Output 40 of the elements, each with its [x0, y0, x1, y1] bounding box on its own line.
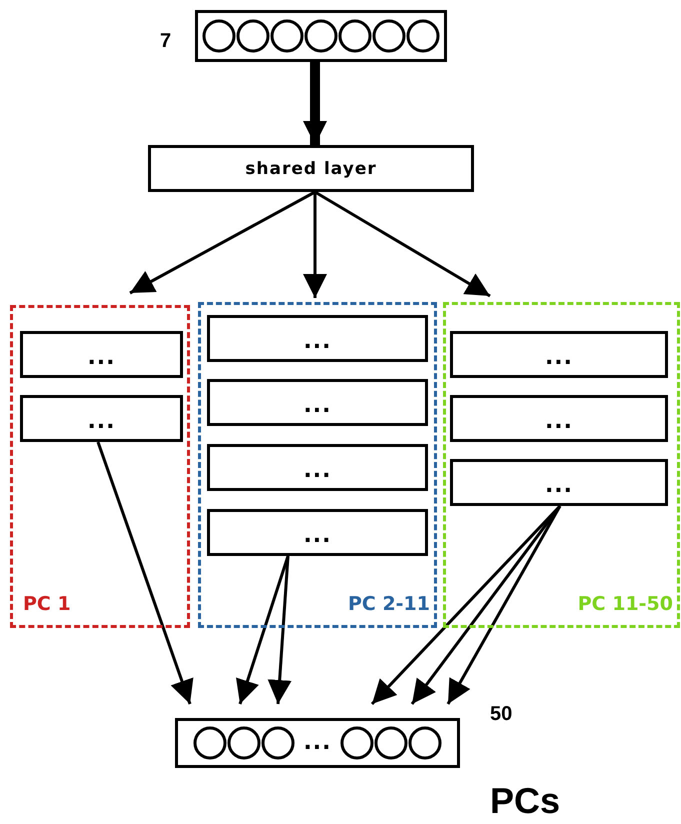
layer-box — [148, 145, 474, 192]
layer-box — [207, 315, 428, 362]
ellipsis: ... — [544, 410, 574, 432]
layer-box — [207, 379, 428, 426]
arrow — [268, 556, 292, 704]
ellipsis: ... — [87, 346, 116, 368]
ellipsis: ... — [544, 474, 574, 496]
arrow — [236, 556, 290, 704]
arrow — [303, 192, 327, 298]
layer-box — [20, 331, 183, 378]
output-layer-box — [175, 718, 460, 768]
arrow — [303, 62, 327, 145]
ellipsis: ... — [87, 410, 116, 432]
layer-size-label: 7 — [160, 30, 172, 53]
layer-size-label: 50 — [490, 703, 512, 726]
input-layer-box — [195, 10, 447, 62]
arrow — [96, 442, 194, 704]
layer-box — [207, 509, 428, 556]
ellipsis: ... — [544, 346, 574, 368]
layer-box — [450, 331, 668, 378]
ellipsis: ... — [303, 330, 332, 352]
arrow — [129, 190, 316, 294]
layer-box — [207, 444, 428, 491]
dashed-group-frame — [10, 305, 190, 628]
group-label: PC 11-50 — [578, 593, 673, 615]
group-label: PC 2-11 — [348, 593, 430, 615]
dashed-group-frame — [198, 302, 437, 628]
dashed-group-frame — [443, 302, 680, 628]
ellipsis: ... — [303, 460, 332, 482]
ellipsis: ... — [303, 732, 332, 754]
layer-box — [450, 395, 668, 442]
layer-box — [450, 459, 668, 506]
ellipsis: ... — [303, 394, 332, 416]
group-label: PC 1 — [23, 593, 71, 615]
arrow — [446, 505, 562, 705]
layer-label: shared layer — [245, 158, 377, 178]
ellipsis: ... — [303, 524, 332, 546]
layer-box — [20, 395, 183, 442]
layer-size-label: PCs — [490, 780, 560, 822]
arrow — [314, 190, 491, 298]
